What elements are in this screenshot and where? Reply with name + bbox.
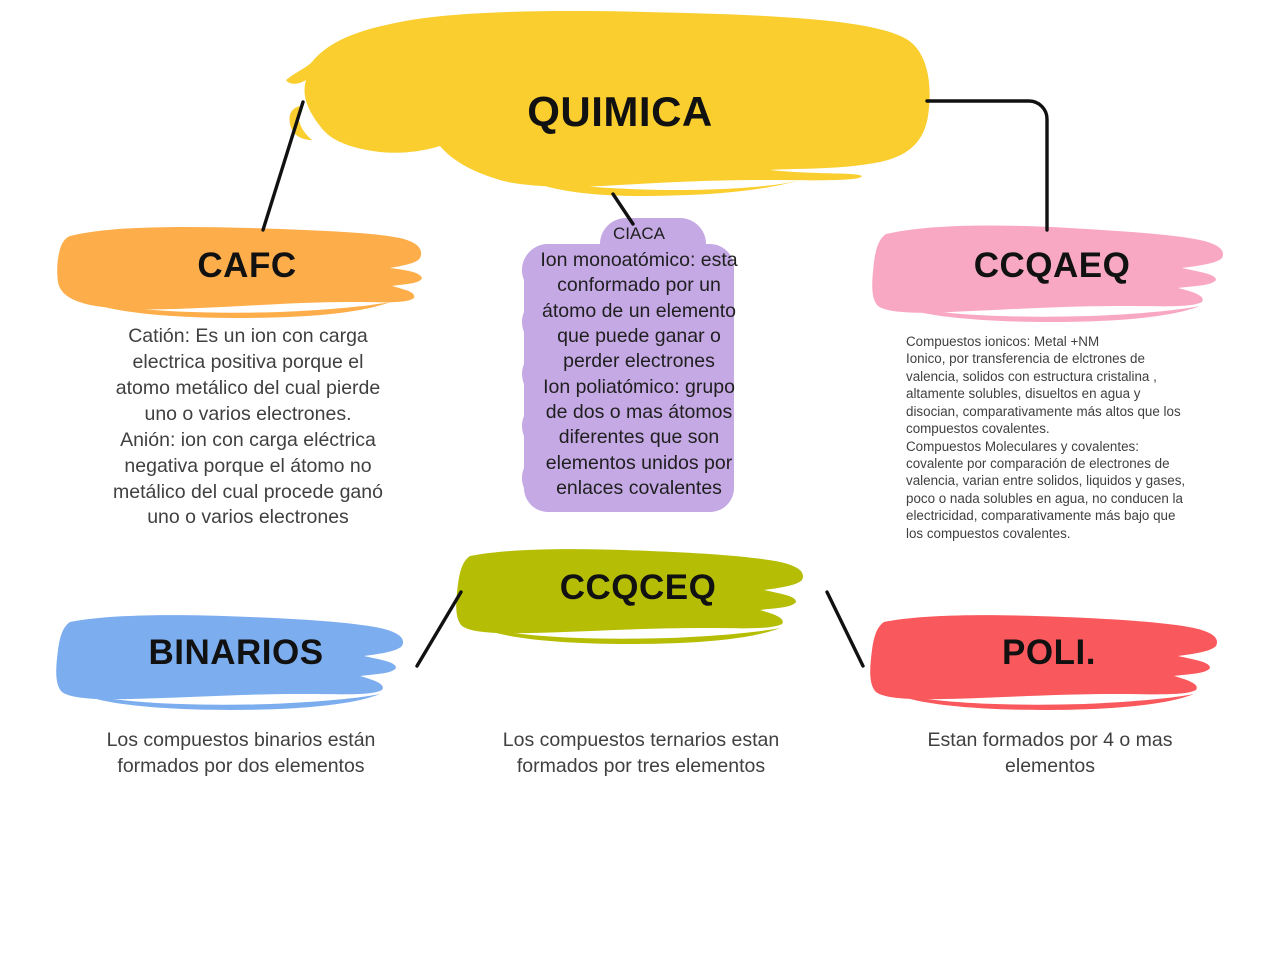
node-label-ciaca: CIACA: [613, 224, 665, 243]
node-body-binarios: Los compuestos binarios están formados p…: [106, 729, 376, 777]
node-label-poli: POLI.: [1002, 633, 1096, 672]
connector-quimica-ccqaeq: [925, 99, 1049, 232]
node-body-poli: Estan formados por 4 o mas elementos: [927, 729, 1173, 777]
node-label-ccqceq: CCQCEQ: [559, 568, 717, 607]
node-body-ciaca: Ion monoatómico: esta conformado por un …: [540, 249, 738, 500]
node-label-ccqaeq: CCQAEQ: [973, 246, 1131, 285]
node-label-binarios: BINARIOS: [148, 633, 324, 672]
node-label-quimica: QUIMICA: [527, 88, 713, 135]
connector-quimica-cafc: [261, 100, 305, 232]
node-body-ccqceq: Los compuestos ternarios estan formados …: [502, 729, 780, 777]
node-body-cafc: Catión: Es un ion con carga electrica po…: [113, 325, 383, 529]
node-label-cafc: CAFC: [197, 246, 297, 285]
connector-quimica-ciaca: [611, 192, 635, 226]
node-body-ccqaeq: Compuestos ionicos: Metal +NM Ionico, po…: [906, 334, 1186, 541]
connector-ccqceq-poli: [825, 590, 865, 668]
